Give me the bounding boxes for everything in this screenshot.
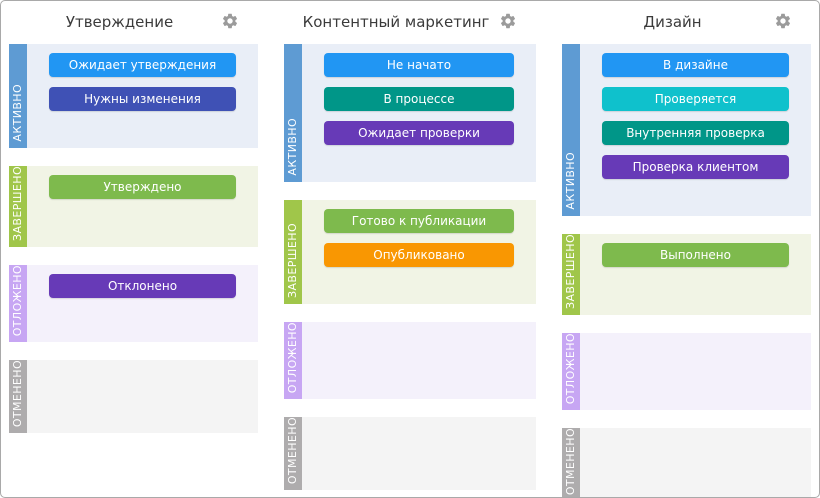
column-title: Дизайн bbox=[643, 13, 702, 31]
status-button[interactable]: Опубликовано bbox=[324, 243, 514, 267]
section-tab-label: ОТМЕНЕНО bbox=[11, 360, 24, 428]
status-button[interactable]: Готово к публикации bbox=[324, 209, 514, 233]
section-tab: ОТЛОЖЕНО bbox=[9, 264, 27, 343]
workflow-section-cancelled: ОТМЕНЕНО bbox=[9, 360, 258, 434]
section-tab: ОТМЕНЕНО bbox=[284, 417, 302, 491]
section-tab: ОТЛОЖЕНО bbox=[284, 322, 302, 400]
section-tab: ОТЛОЖЕНО bbox=[562, 332, 580, 411]
section-panel: Выполнено bbox=[580, 234, 811, 315]
status-button[interactable]: В дизайне bbox=[602, 53, 789, 77]
section-tab: АКТИВНО bbox=[284, 44, 302, 182]
workflow-section-completed: ЗАВЕРШЕНО Выполнено bbox=[562, 234, 811, 315]
column-title: Контентный маркетинг bbox=[302, 13, 490, 31]
settings-gear-icon[interactable] bbox=[499, 12, 517, 30]
section-tab: АКТИВНО bbox=[562, 44, 580, 216]
column-header: Утверждение bbox=[9, 1, 258, 44]
status-button[interactable]: Проверка клиентом bbox=[602, 155, 789, 179]
status-button[interactable]: Внутренняя проверка bbox=[602, 121, 789, 145]
workflow-section-cancelled: ОТМЕНЕНО bbox=[562, 428, 811, 497]
section-panel: Отклонено bbox=[27, 264, 258, 343]
section-tab-label: АКТИВНО bbox=[564, 152, 577, 210]
section-panel bbox=[302, 322, 536, 400]
workflow-section-completed: ЗАВЕРШЕНО Утверждено bbox=[9, 166, 258, 247]
section-tab: ЗАВЕРШЕНО bbox=[562, 234, 580, 315]
settings-gear-icon[interactable] bbox=[221, 12, 239, 30]
section-panel bbox=[580, 428, 811, 497]
section-tab: ОТМЕНЕНО bbox=[562, 428, 580, 497]
workflow-section-deferred: ОТЛОЖЕНО bbox=[284, 322, 536, 400]
status-button[interactable]: Проверяется bbox=[602, 87, 789, 111]
status-button[interactable]: В процессе bbox=[324, 87, 514, 111]
section-tab-label: ОТМЕНЕНО bbox=[286, 417, 299, 485]
section-tab-label: ЗАВЕРШЕНО bbox=[286, 223, 299, 298]
section-tab: АКТИВНО bbox=[9, 44, 27, 148]
workflow-section-deferred: ОТЛОЖЕНО Отклонено bbox=[9, 264, 258, 343]
section-panel bbox=[580, 332, 811, 411]
section-tab-label: ОТМЕНЕНО bbox=[564, 428, 577, 496]
section-tab: ОТМЕНЕНО bbox=[9, 360, 27, 434]
column-title: Утверждение bbox=[65, 13, 174, 31]
workflow-section-deferred: ОТЛОЖЕНО bbox=[562, 332, 811, 411]
section-tab-label: ОТЛОЖЕНО bbox=[11, 264, 24, 337]
status-button[interactable]: Утверждено bbox=[49, 175, 236, 199]
column-header: Дизайн bbox=[562, 1, 811, 44]
workflow-section-cancelled: ОТМЕНЕНО bbox=[284, 417, 536, 491]
section-tab-label: АКТИВНО bbox=[11, 84, 24, 142]
section-tab-label: ЗАВЕРШЕНО bbox=[11, 166, 24, 241]
settings-gear-icon[interactable] bbox=[774, 12, 792, 30]
section-panel: Утверждено bbox=[27, 166, 258, 247]
section-panel bbox=[302, 417, 536, 491]
section-tab-label: ЗАВЕРШЕНО bbox=[564, 234, 577, 309]
status-button[interactable]: Выполнено bbox=[602, 243, 789, 267]
section-tab-label: ОТЛОЖЕНО bbox=[286, 322, 299, 394]
section-tab: ЗАВЕРШЕНО bbox=[284, 200, 302, 304]
status-button[interactable]: Отклонено bbox=[49, 273, 236, 298]
status-button[interactable]: Не начато bbox=[324, 53, 514, 77]
status-button[interactable]: Ожидает проверки bbox=[324, 121, 514, 145]
column-header: Контентный маркетинг bbox=[284, 1, 536, 44]
status-button[interactable]: Ожидает утверждения bbox=[49, 53, 236, 77]
section-tab-label: АКТИВНО bbox=[286, 118, 299, 176]
section-tab-label: ОТЛОЖЕНО bbox=[564, 332, 577, 405]
section-tab: ЗАВЕРШЕНО bbox=[9, 166, 27, 247]
section-panel bbox=[27, 360, 258, 434]
status-button[interactable]: Нужны изменения bbox=[49, 87, 236, 111]
